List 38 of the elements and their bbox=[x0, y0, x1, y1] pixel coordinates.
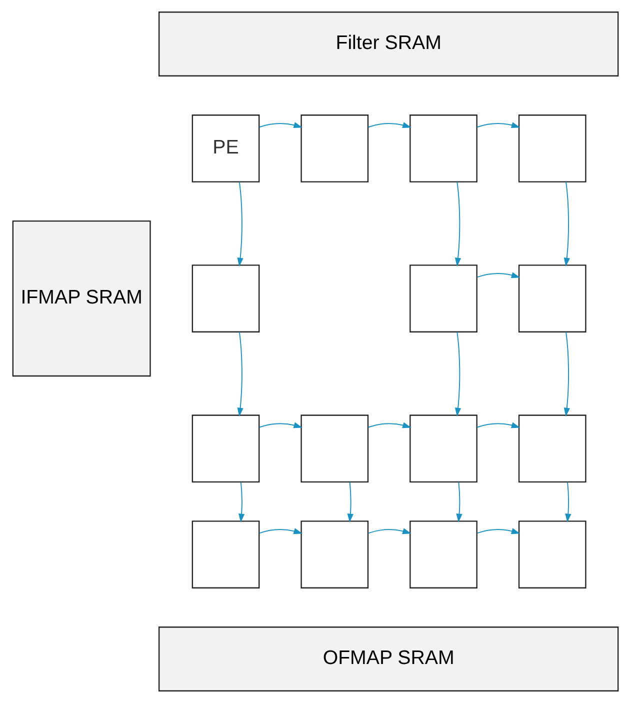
arrow bbox=[236, 332, 243, 417]
node-box bbox=[300, 114, 368, 182]
arrow bbox=[454, 332, 461, 417]
arrow bbox=[367, 122, 411, 128]
node-box bbox=[518, 414, 586, 483]
node-box bbox=[409, 520, 477, 588]
node-box bbox=[409, 414, 477, 483]
node-box: IFMAP SRAM bbox=[12, 220, 150, 377]
node-box bbox=[518, 264, 586, 332]
arrow bbox=[367, 422, 411, 428]
arrow bbox=[238, 482, 244, 523]
arrow bbox=[563, 181, 570, 267]
node-box: PE bbox=[191, 114, 260, 182]
node-box: OFMAP SRAM bbox=[158, 626, 618, 692]
arrow bbox=[476, 422, 520, 428]
arrow bbox=[367, 528, 411, 534]
node-box bbox=[191, 264, 260, 332]
arrow bbox=[258, 528, 302, 534]
node-box: Filter SRAM bbox=[158, 12, 618, 76]
arrow bbox=[454, 181, 461, 267]
node-box bbox=[191, 414, 260, 483]
arrow bbox=[476, 122, 520, 128]
arrow bbox=[258, 422, 302, 428]
arrow bbox=[476, 272, 520, 278]
arrow bbox=[346, 482, 353, 523]
node-box bbox=[518, 520, 586, 588]
arrow bbox=[476, 528, 520, 534]
node-box bbox=[518, 114, 586, 182]
arrow bbox=[564, 482, 571, 523]
arrow bbox=[563, 332, 570, 417]
arrow bbox=[456, 482, 462, 523]
node-box bbox=[409, 114, 477, 182]
node-box bbox=[300, 520, 368, 588]
node-box bbox=[409, 264, 477, 332]
node-box bbox=[191, 520, 260, 588]
node-box bbox=[300, 414, 368, 483]
arrow bbox=[236, 181, 243, 267]
arrow bbox=[258, 122, 302, 128]
